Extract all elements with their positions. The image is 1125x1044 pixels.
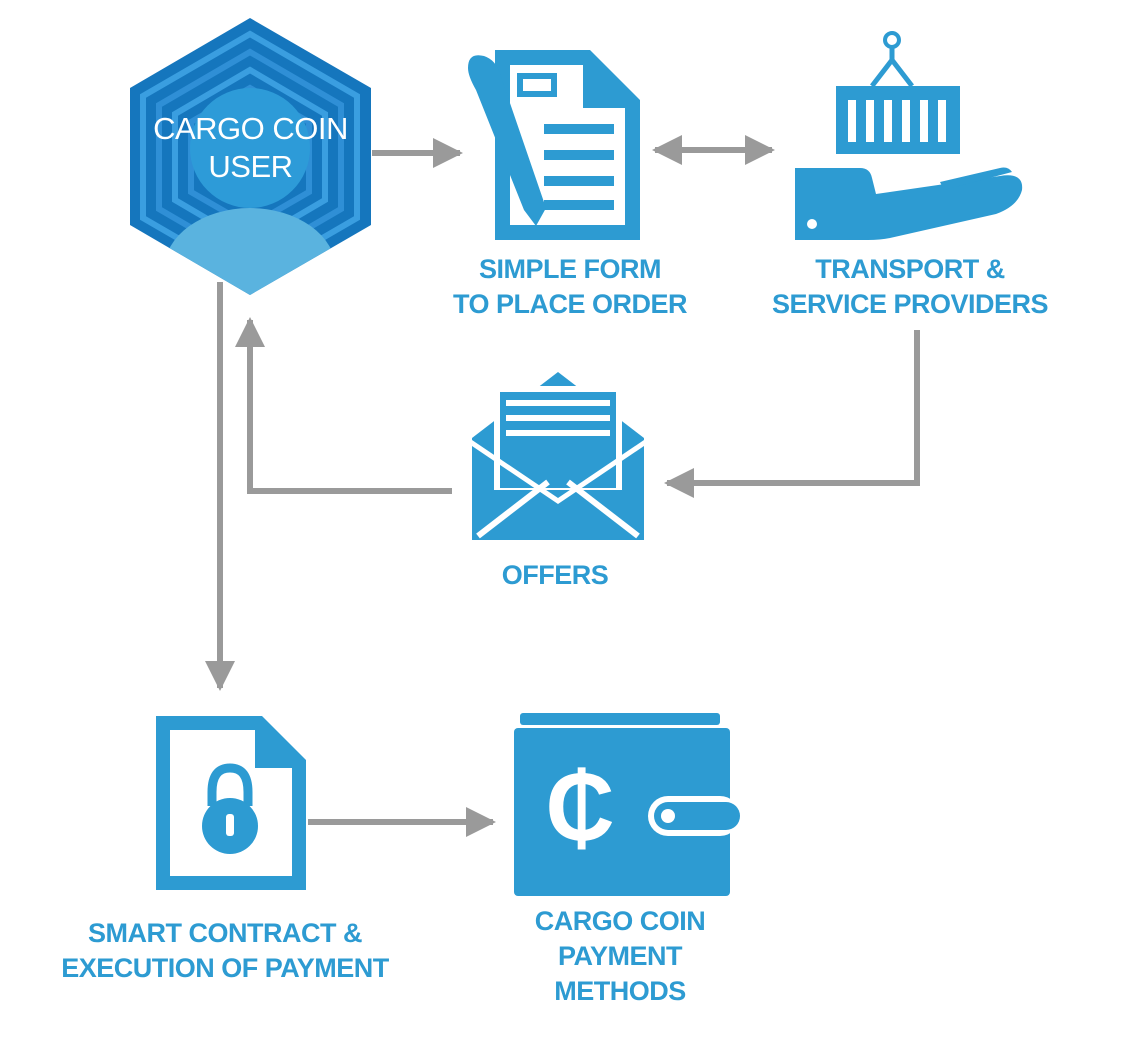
locked-document-icon [156, 716, 306, 890]
user-label: CARGO COIN USER [153, 111, 348, 184]
transport-label: TRANSPORT & SERVICE PROVIDERS [771, 254, 1049, 319]
arrows [205, 135, 920, 837]
contract-label: SMART CONTRACT & EXECUTION OF PAYMENT [61, 918, 389, 983]
form-document-icon [468, 50, 640, 240]
arrow-offers-to-user [235, 317, 452, 494]
form-label: SIMPLE FORM TO PLACE ORDER [452, 254, 688, 319]
user-hexagon-icon [130, 18, 371, 295]
container-hand-icon [795, 31, 1023, 240]
offers-label: OFFERS [501, 560, 609, 590]
cargo-coin-symbol: ₵ [545, 754, 614, 861]
payment-label: CARGO COIN PAYMENT METHODS [534, 906, 706, 1006]
arrow-transport-to-offers [664, 330, 920, 498]
wallet-coin-icon [514, 713, 740, 896]
envelope-letter-icon [472, 372, 644, 540]
